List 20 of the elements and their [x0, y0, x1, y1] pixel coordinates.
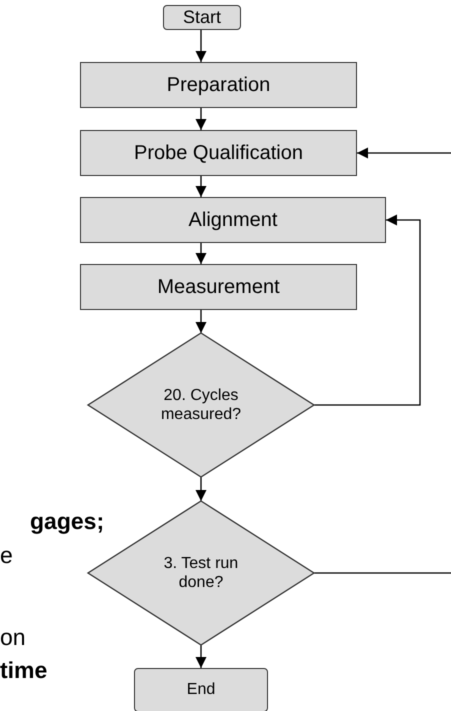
arrow [196, 243, 206, 264]
arrow [196, 645, 206, 668]
process-box: Measurement [80, 264, 357, 310]
note-text: on [0, 626, 26, 649]
arrow [196, 108, 206, 130]
note-text: time [0, 659, 48, 682]
note-text: gages; [30, 510, 104, 533]
arrow [196, 176, 206, 197]
arrow [314, 214, 421, 406]
arrow [196, 477, 206, 501]
note-text: e [0, 544, 13, 567]
decision-diamond: 20. Cycles measured? [88, 333, 314, 477]
arrow [196, 30, 206, 62]
arrow [357, 148, 451, 158]
process-box: Preparation [80, 62, 357, 108]
terminal-box: End [134, 668, 268, 711]
process-box: Alignment [80, 197, 386, 243]
terminal-box: Start [163, 5, 241, 30]
process-box: Probe Qualification [80, 130, 357, 176]
arrow [196, 310, 206, 333]
